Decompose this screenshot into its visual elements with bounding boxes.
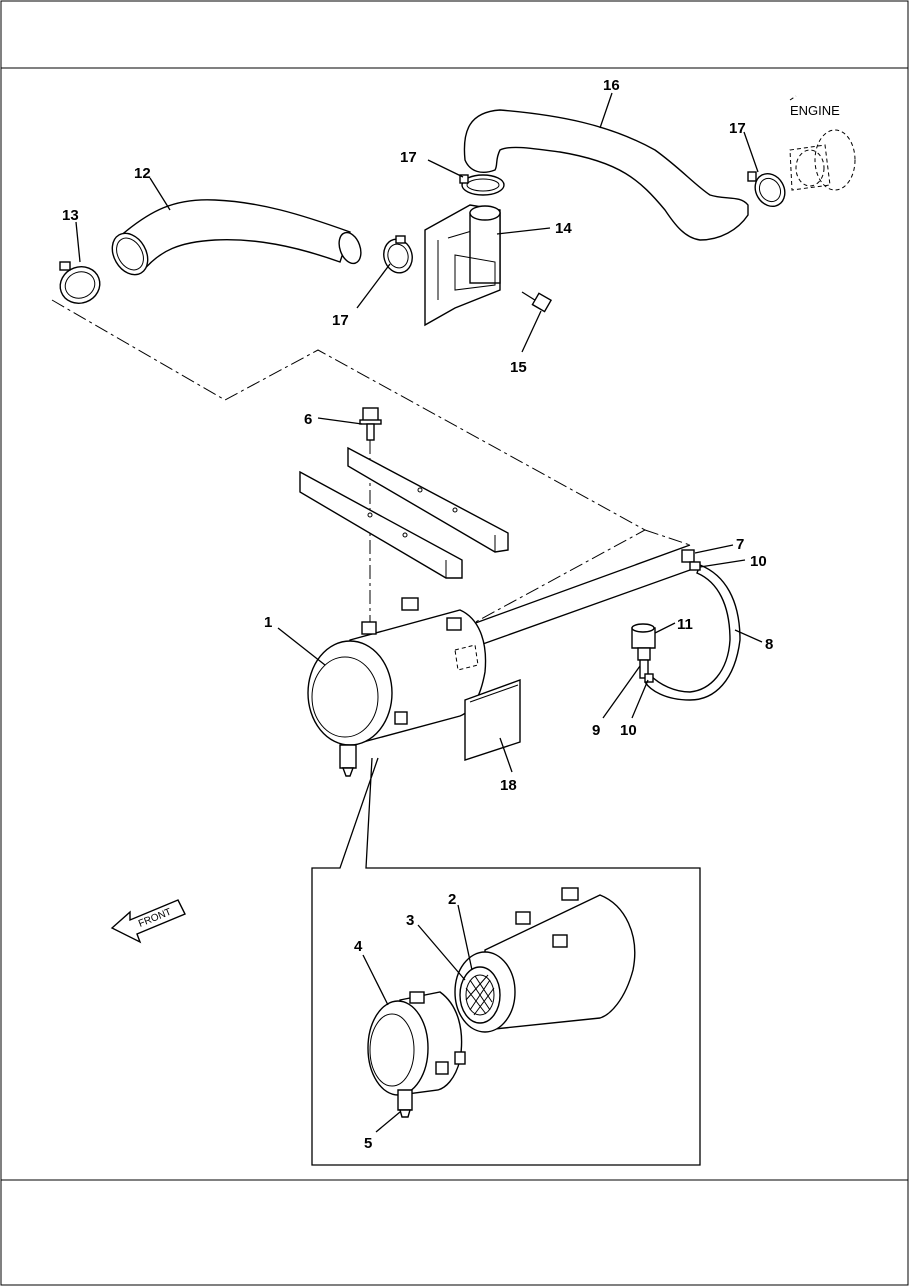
callout-13: 13	[62, 207, 79, 224]
callout-10-lower: 10	[620, 722, 637, 739]
bracket-plate-upper	[347, 446, 509, 553]
clamp-17-right	[747, 171, 786, 208]
hose-16	[463, 109, 749, 241]
callout-17-upper: 17	[400, 149, 417, 166]
callout-1: 1	[264, 614, 272, 631]
engine-label: ENGINE	[790, 103, 840, 118]
callout-14: 14	[555, 220, 572, 237]
callout-5: 5	[364, 1135, 372, 1152]
callout-17-left: 17	[332, 312, 349, 329]
engine-connector	[789, 95, 856, 191]
valve-5	[397, 1089, 413, 1118]
callout-11: 11	[677, 616, 693, 633]
callout-15: 15	[510, 359, 527, 376]
sheet-18	[464, 679, 521, 761]
clamp-17-upper	[459, 174, 505, 196]
element-3	[459, 966, 501, 1024]
callout-18: 18	[500, 777, 517, 794]
bracket-14	[424, 204, 501, 327]
indicator-hose-8	[631, 549, 741, 701]
callout-numbers: 16 12 13 17 17 14 17 15 6 7 10 11 8 1 9 …	[62, 77, 773, 1152]
callout-4: 4	[354, 938, 363, 955]
leader-lines	[75, 92, 763, 1133]
clamp-13	[59, 261, 101, 304]
bracket-plate-lower	[299, 470, 463, 579]
callout-3: 3	[406, 912, 414, 929]
bolt-6	[359, 407, 382, 441]
clamp-17-left	[383, 235, 413, 274]
callout-12: 12	[134, 165, 151, 182]
callout-8: 8	[765, 636, 773, 653]
callout-17-right: 17	[729, 120, 746, 137]
hose-12	[111, 199, 362, 276]
callout-10-upper: 10	[750, 553, 767, 570]
callout-9: 9	[592, 722, 600, 739]
cover-4	[367, 991, 466, 1096]
bolt-15	[521, 291, 553, 313]
callout-16: 16	[603, 77, 620, 94]
callout-6: 6	[304, 411, 312, 428]
callout-7: 7	[736, 536, 744, 553]
front-arrow: FRONT	[110, 899, 186, 944]
air-cleaner-1	[307, 597, 487, 777]
callout-2: 2	[448, 891, 456, 908]
